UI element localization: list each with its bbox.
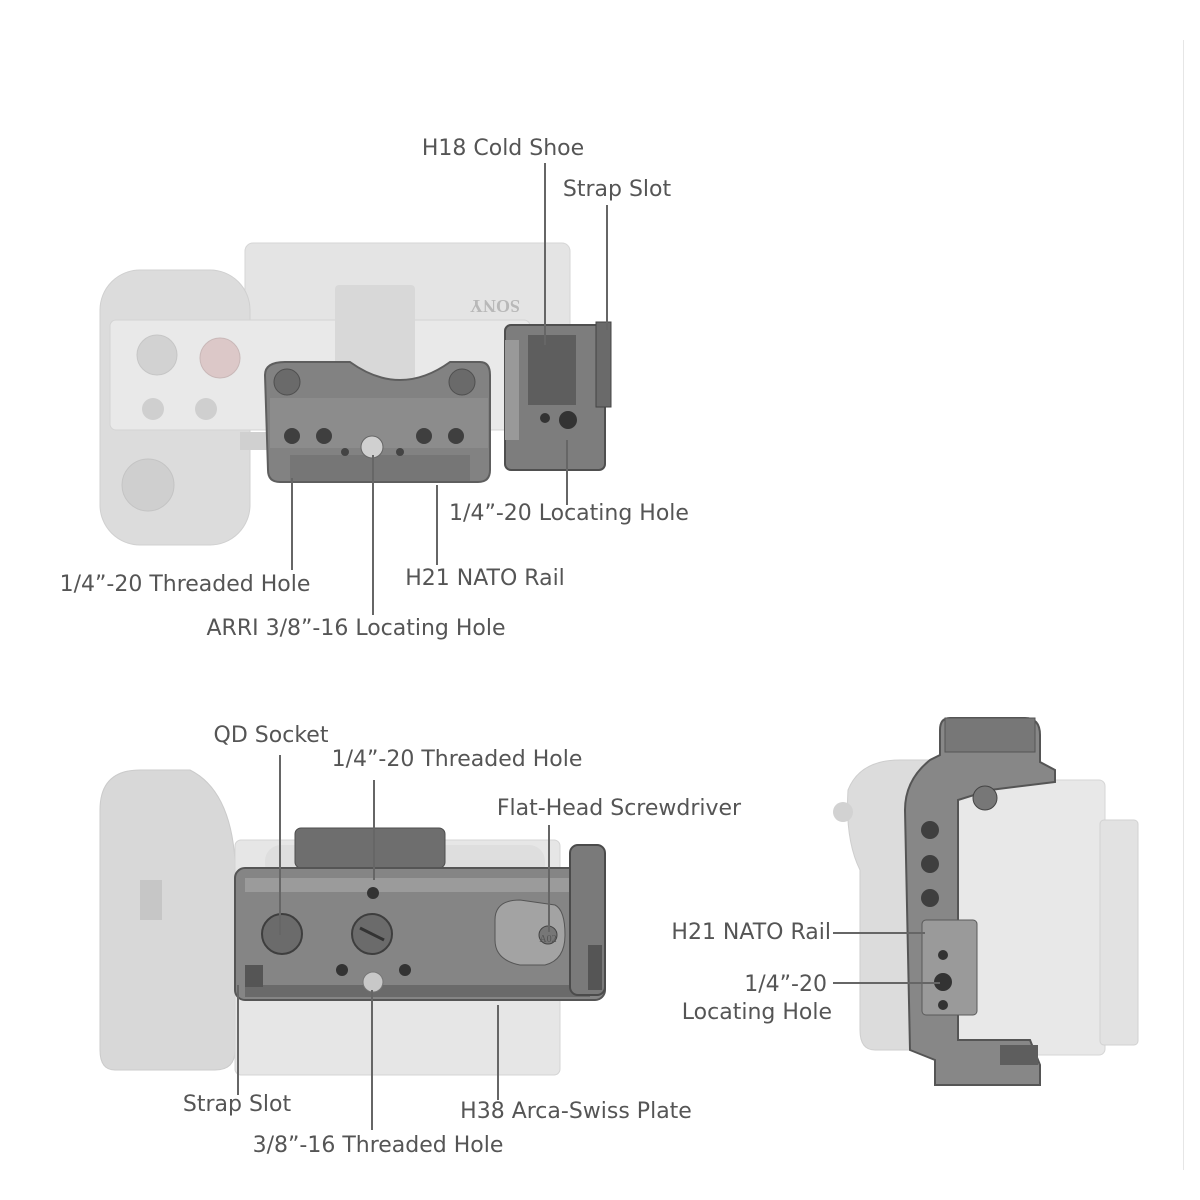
cage-top-plate [263,361,491,483]
label-locating-hole-side-line2: Locating Hole [681,1000,832,1025]
label-strap-slot-bottom: Strap Slot [182,1092,292,1117]
label-cold-shoe: H18 Cold Shoe [421,136,585,161]
label-locating-hole-side-line1: 1/4”-20 [744,972,827,997]
top-view-leaders [291,163,608,615]
side-view-illustration [833,717,1139,1086]
cage-side-frame [903,717,1056,1086]
bottom-view-illustration: A02 [99,755,606,1130]
label-locating-hole-top: 1/4”-20 Locating Hole [449,501,689,526]
label-strap-slot-top: Strap Slot [562,177,672,202]
svg-text:A02: A02 [539,934,556,945]
label-arca-plate: H38 Arca-Swiss Plate [460,1099,692,1124]
label-threaded-hole-top: 1/4”-20 Threaded Hole [59,572,311,597]
label-threaded-hole-38: 3/8”-16 Threaded Hole [252,1133,504,1158]
cage-side-cold-shoe [504,321,612,471]
cage-bottom-plate: A02 [234,827,606,1001]
label-screwdriver: Flat-Head Screwdriver [496,796,742,821]
top-view-illustration: SONY [99,163,612,615]
label-threaded-hole-bottom: 1/4”-20 Threaded Hole [331,747,583,772]
label-nato-rail-side: H21 NATO Rail [671,920,831,945]
label-nato-rail-top: H21 NATO Rail [405,566,565,591]
sony-logo: SONY [470,296,520,316]
page-divider [1183,40,1184,1170]
label-qd-socket: QD Socket [213,723,329,748]
side-view-leaders [833,932,940,984]
bottom-view-leaders [237,755,550,1130]
label-arri-hole: ARRI 3/8”-16 Locating Hole [206,616,506,641]
